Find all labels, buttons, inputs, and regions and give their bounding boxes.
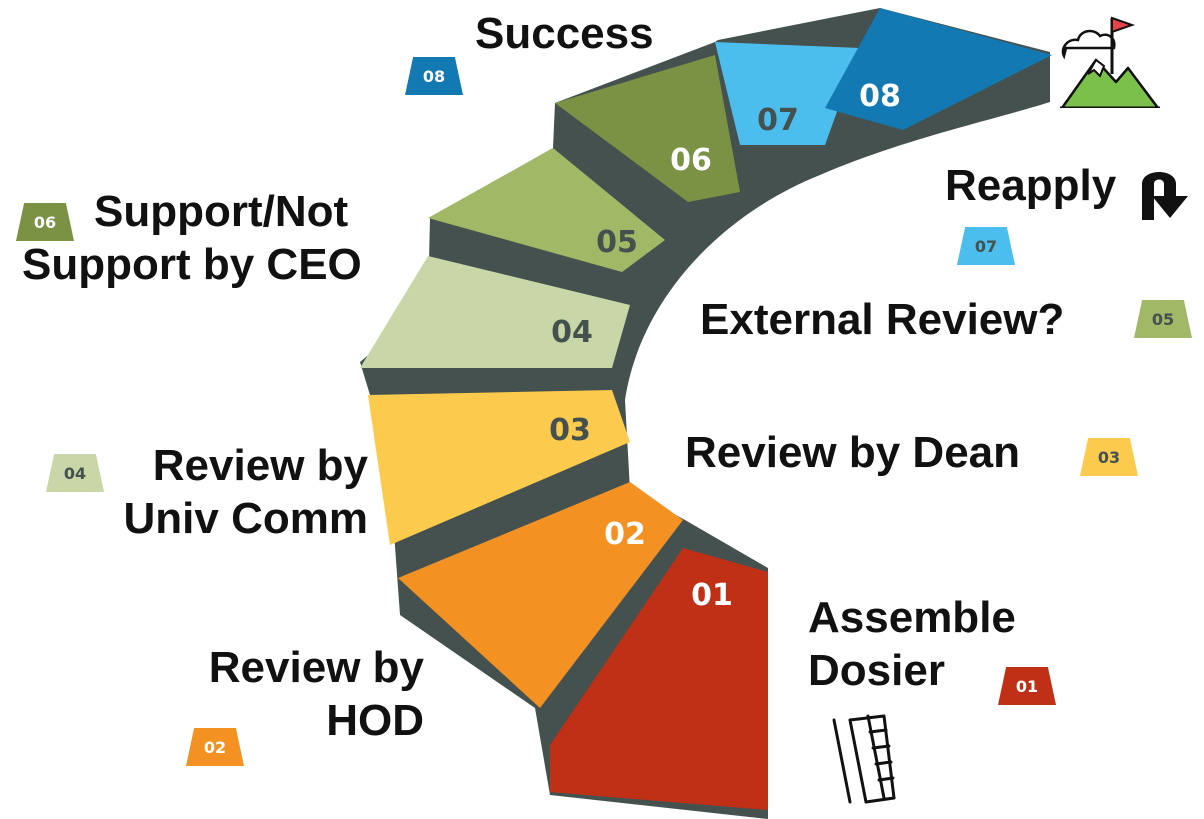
step-02-face	[398, 482, 683, 708]
label-external-review: External Review?	[700, 295, 1065, 344]
step-04-face	[360, 256, 630, 368]
label-review-by-hod: Review by HOD	[180, 642, 424, 748]
label-univ-line1: Review by	[152, 441, 368, 490]
label-support-by-ceo: Support/Not Support by CEO	[22, 186, 362, 292]
label-assemble-line2: Dosier	[808, 645, 945, 695]
step-05-face	[428, 148, 665, 272]
step-07-face	[715, 42, 860, 145]
step-06-number: 06	[670, 143, 712, 178]
label-ceo-line2: Support by CEO	[22, 239, 362, 289]
label-review-by-univ-comm: Review by Univ Comm	[92, 440, 368, 546]
step-05-number: 05	[596, 225, 638, 260]
badge-01: 01	[998, 667, 1056, 705]
label-reapply: Reapply	[945, 161, 1117, 210]
ladder-icon	[832, 714, 896, 804]
label-univ-line2: Univ Comm	[123, 493, 368, 543]
label-success: Success	[475, 9, 654, 58]
badge-07: 07	[957, 227, 1015, 265]
label-ceo-line1: Support/Not	[94, 187, 349, 236]
label-assemble-dosier: Assemble Dosier	[808, 592, 1016, 698]
badge-08: 08	[405, 57, 463, 95]
mountain-flag-icon	[1060, 16, 1160, 108]
step-01-number: 01	[691, 578, 733, 613]
step-02-number: 02	[604, 517, 646, 552]
step-07-number: 07	[757, 103, 799, 138]
badge-05: 05	[1134, 300, 1192, 338]
label-review-by-dean: Review by Dean	[685, 428, 1021, 477]
label-hod-line1: Review by	[208, 643, 424, 692]
badge-06: 06	[16, 203, 74, 241]
label-assemble-line1: Assemble	[808, 593, 1016, 642]
step-08-number: 08	[859, 79, 901, 114]
step-03-number: 03	[549, 413, 591, 448]
badge-03: 03	[1080, 438, 1138, 476]
badge-04: 04	[46, 454, 104, 492]
step-06-face	[555, 55, 740, 202]
step-03-face	[368, 390, 630, 545]
badge-02: 02	[186, 728, 244, 766]
step-08-face	[825, 8, 1052, 130]
label-hod-line2: HOD	[326, 695, 424, 745]
step-04-number: 04	[551, 315, 593, 350]
u-turn-arrow-icon	[1142, 172, 1188, 220]
step-01-face	[550, 548, 768, 810]
